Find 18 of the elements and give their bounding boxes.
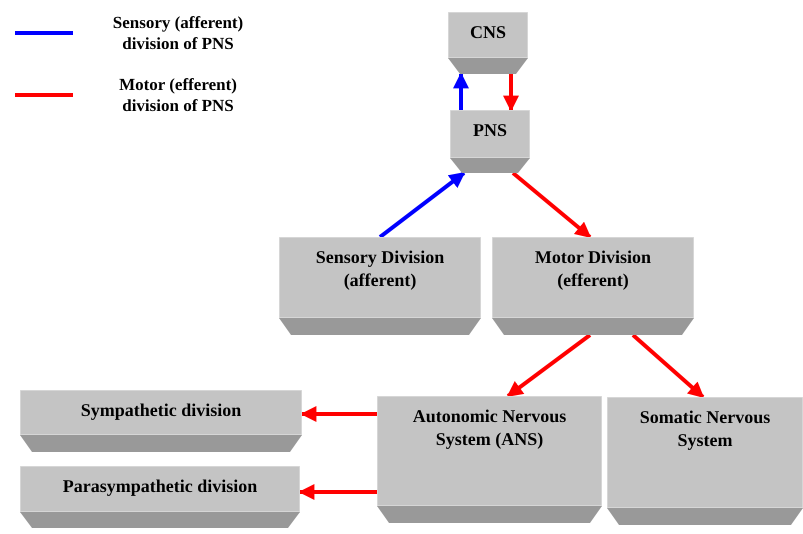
- box-label: Autonomic Nervous System (ANS): [412, 405, 568, 451]
- arrow: [453, 72, 469, 110]
- arrow: [632, 334, 704, 398]
- box-label: CNS: [470, 21, 506, 44]
- legend-label: Sensory (afferent) division of PNS: [112, 12, 244, 54]
- arrow: [300, 406, 377, 422]
- arrow: [503, 74, 519, 112]
- legend-label: Motor (efferent) division of PNS: [118, 74, 238, 116]
- box-label: Somatic Nervous System: [638, 406, 772, 452]
- arrow: [506, 333, 592, 398]
- arrow: [378, 171, 466, 239]
- arrow: [512, 171, 592, 239]
- box-label: Motor Division (efferent): [534, 246, 652, 292]
- box-label: Sensory Division (afferent): [314, 246, 446, 292]
- box-label: Parasympathetic division: [62, 475, 258, 498]
- box-label: PNS: [472, 119, 507, 142]
- arrow: [298, 484, 377, 500]
- box-label: Sympathetic division: [80, 399, 242, 422]
